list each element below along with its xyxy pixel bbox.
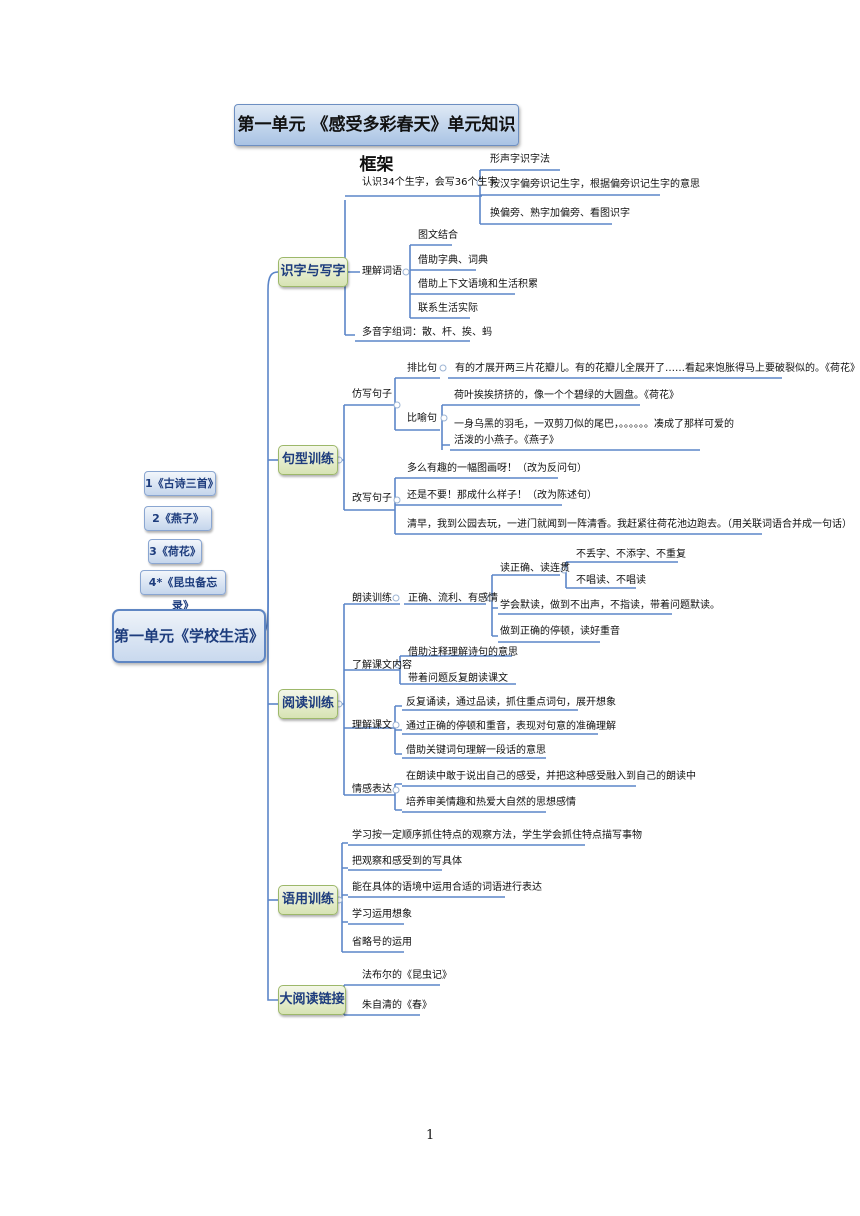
literacy-understand-item: 联系生活实际 [418, 303, 478, 314]
reading-understand-item: 反复诵读，通过品读，抓住重点词句，展开想象 [406, 697, 616, 708]
reading-pause: 做到正确的停顿，读好重音 [500, 626, 620, 637]
reading-content: 了解课文内容 [352, 660, 412, 671]
sentence-metaphor-1: 荷叶挨挨挤挤的，像一个个碧绿的大圆盘。《荷花》 [454, 390, 679, 401]
category-extended: 大阅读链接 [278, 985, 346, 1015]
extended-item: 朱自清的《春》 [362, 1000, 432, 1011]
category-sentence: 句型训练 [278, 445, 338, 475]
sentence-parallel: 排比句 [407, 363, 437, 374]
usage-item: 省略号的运用 [352, 937, 412, 948]
lesson-4: 4*《昆虫备忘录》 [140, 570, 226, 612]
sentence-metaphor-2a: 一身乌黑的羽毛，一双剪刀似的尾巴，。。。。。。凑成了那样可爱的 [454, 419, 734, 430]
reading-content-item: 带着问题反复朗读课文 [408, 673, 508, 684]
sentence-metaphor: 比喻句 [407, 413, 437, 424]
lesson-1: 1《古诗三首》 [144, 471, 219, 496]
literacy-recognize-item: 按汉字偏旁识记生字，根据偏旁识记生字的意思 [490, 179, 700, 190]
reading-understand: 理解课文 [352, 720, 392, 731]
page-number: 1 [426, 1128, 435, 1143]
category-literacy: 识字与写字 [278, 257, 348, 287]
lesson-2: 2《燕子》 [144, 506, 212, 531]
category-usage: 语用训练 [278, 885, 338, 915]
category-reading: 阅读训练 [278, 689, 338, 719]
usage-item: 能在具体的语境中运用合适的词语进行表达 [352, 882, 542, 893]
usage-item: 学习运用想象 [352, 909, 412, 920]
literacy-understand-item: 借助字典、词典 [418, 255, 488, 266]
literacy-recognize-item: 形声字识字法 [490, 154, 550, 165]
sentence-change-item: 多么有趣的一幅图画呀！（改为反问句） [407, 463, 587, 474]
reading-accurate: 正确、流利、有感情 [408, 593, 498, 604]
literacy-understand-item: 图文结合 [418, 230, 458, 241]
sentence-change: 改写句子 [352, 493, 392, 504]
reading-read-right: 读正确、读连贯 [500, 563, 570, 574]
reading-emotion-item: 在朗读中敢于说出自己的感受，并把这种感受融入到自己的朗读中 [406, 771, 696, 782]
reading-content-item: 借助注释理解诗句的意思 [408, 647, 518, 658]
sentence-change-item: 清早，我到公园去玩，一进门就闻到一阵清香。我赶紧往荷花池边跑去。（用关联词语合并… [407, 519, 852, 530]
diagram-title: 第一单元 《感受多彩春天》单元知识框架 [234, 104, 519, 175]
sentence-metaphor-2b: 活泼的小燕子。《燕子》 [454, 435, 559, 446]
sentence-change-item: 还是不要！那成什么样子！（改为陈述句） [407, 490, 597, 501]
reading-understand-item: 通过正确的停顿和重音，表现对句意的准确理解 [406, 721, 616, 732]
reading-read-right-item: 不唱读、不唱读 [576, 575, 646, 586]
lesson-3: 3《荷花》 [148, 539, 202, 564]
usage-item: 把观察和感受到的写具体 [352, 856, 462, 867]
reading-emotion-item: 培养审美情趣和热爱大自然的思想感情 [406, 797, 576, 808]
reading-emotion: 情感表达 [352, 784, 392, 795]
reading-read-right-item: 不丢字、不添字、不重复 [576, 549, 686, 560]
usage-item: 学习按一定顺序抓住特点的观察方法，学生学会抓住特点描写事物 [352, 830, 642, 841]
literacy-recognize-item: 换偏旁、熟字加偏旁、看图识字 [490, 208, 630, 219]
extended-item: 法布尔的《昆虫记》 [362, 970, 452, 981]
root-node: 第一单元《学校生活》 [112, 609, 266, 663]
sentence-imitate: 仿写句子 [352, 389, 392, 400]
reading-silent: 学会默读，做到不出声，不指读，带着问题默读。 [500, 600, 720, 611]
reading-read-aloud: 朗读训练 [352, 593, 392, 604]
reading-understand-item: 借助关键词句理解一段话的意思 [406, 745, 546, 756]
sentence-parallel-text: 有的才展开两三片花瓣儿。有的花瓣儿全展开了……看起来饱胀得马上要破裂似的。《荷花… [455, 363, 860, 374]
literacy-recognize: 认识34个生字，会写36个生字 [362, 177, 498, 188]
literacy-polyphone: 多音字组词：散、杆、挨、蚂 [362, 327, 492, 338]
literacy-understand: 理解词语 [362, 266, 402, 277]
literacy-understand-item: 借助上下文语境和生活积累 [418, 279, 538, 290]
